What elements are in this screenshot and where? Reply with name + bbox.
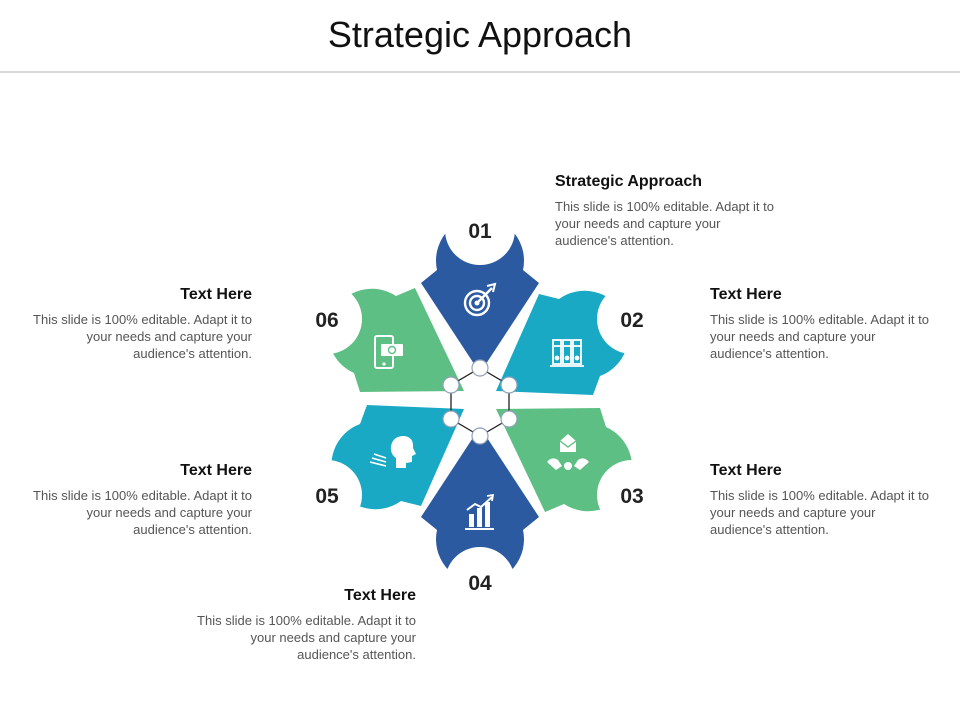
- text-block-03: Text Here This slide is 100% editable. A…: [710, 462, 938, 538]
- text-block-05: Text Here This slide is 100% editable. A…: [24, 462, 252, 538]
- target-arrow-icon: [463, 282, 497, 317]
- segment-04-circle: [445, 547, 515, 617]
- text-block-04-body: This slide is 100% editable. Adapt it to…: [197, 613, 416, 662]
- binders-icon: [550, 339, 584, 367]
- segment-06: 06: [292, 284, 464, 392]
- text-block-01: Strategic Approach This slide is 100% ed…: [555, 173, 783, 249]
- title-divider: [0, 71, 960, 73]
- segment-06-shape: [327, 288, 464, 392]
- segment-04: 04: [421, 427, 539, 617]
- center-hexagon: [442, 359, 518, 445]
- text-block-01-heading: Strategic Approach: [555, 173, 702, 190]
- segment-03-shape: [496, 408, 633, 512]
- mobile-payment-icon: [374, 335, 403, 369]
- segment-06-number: 06: [315, 309, 338, 332]
- segment-01-circle: [445, 195, 515, 265]
- text-block-06-body: This slide is 100% editable. Adapt it to…: [33, 312, 252, 361]
- segment-05-number: 05: [315, 485, 339, 508]
- text-block-04-heading: Text Here: [344, 587, 416, 604]
- segment-05: 05: [292, 405, 464, 530]
- segment-03-number: 03: [620, 485, 643, 508]
- speaking-head-icon: [369, 436, 416, 468]
- segment-03-circle: [597, 460, 667, 530]
- segment-04-shape: [421, 427, 539, 584]
- text-block-02-heading: Text Here: [710, 286, 782, 303]
- text-block-05-body: This slide is 100% editable. Adapt it to…: [33, 488, 252, 537]
- hexagon-node: [442, 410, 460, 428]
- segment-02: 02: [496, 284, 667, 395]
- text-block-02: Text Here This slide is 100% editable. A…: [710, 286, 938, 362]
- text-block-03-heading: Text Here: [710, 462, 782, 479]
- text-block-04: Text Here This slide is 100% editable. A…: [188, 587, 416, 663]
- bar-chart-icon: [465, 493, 495, 530]
- hexagon-node: [500, 410, 518, 428]
- envelope-handshake-icon: [547, 434, 589, 470]
- text-block-06-heading: Text Here: [180, 286, 252, 303]
- segment-03: 03: [496, 408, 667, 530]
- hexagon-node: [500, 376, 518, 394]
- text-block-03-body: This slide is 100% editable. Adapt it to…: [710, 488, 929, 537]
- text-block-01-body: This slide is 100% editable. Adapt it to…: [555, 199, 774, 248]
- text-block-05-heading: Text Here: [180, 462, 252, 479]
- text-block-06: Text Here This slide is 100% editable. A…: [24, 286, 252, 362]
- hexagon-node: [471, 427, 489, 445]
- hexagon-node: [471, 359, 489, 377]
- hexagon-node: [442, 376, 460, 394]
- slide-title: Strategic Approach: [327, 14, 633, 55]
- segment-02-number: 02: [620, 309, 643, 332]
- segment-01-number: 01: [468, 220, 492, 243]
- segment-02-circle: [597, 284, 667, 354]
- text-block-02-body: This slide is 100% editable. Adapt it to…: [710, 312, 929, 361]
- segment-05-circle: [292, 460, 362, 530]
- hexagon-outline: [450, 367, 510, 437]
- segment-01-shape: [421, 216, 539, 373]
- segment-06-circle: [292, 284, 362, 354]
- segment-01: 01: [421, 195, 539, 373]
- segment-04-number: 04: [468, 572, 492, 595]
